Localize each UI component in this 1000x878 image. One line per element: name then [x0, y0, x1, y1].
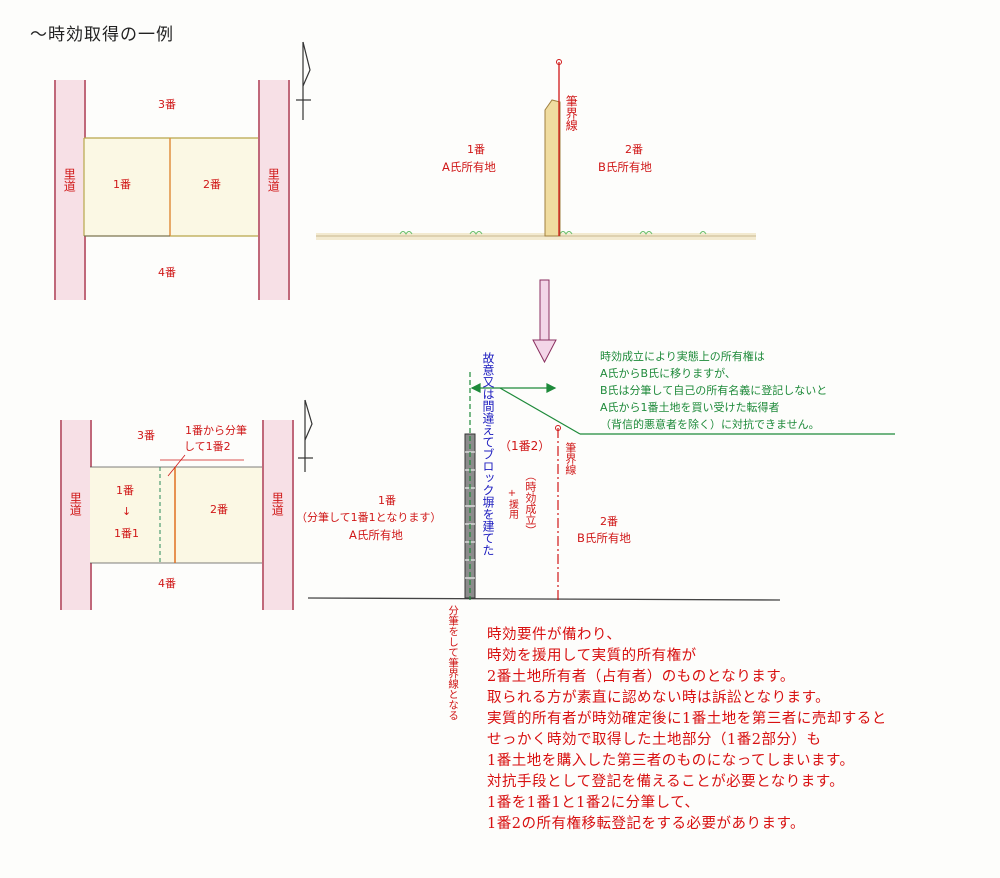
- parcel-3-label-2: 3番: [137, 429, 155, 442]
- explanation-text: 時効要件が備わり、 時効を援用して実質的所有権が 2番土地所有者（占有者）のもの…: [487, 625, 887, 835]
- boundary-label-top: 筆界線: [564, 95, 579, 131]
- parcel-2-label-2: 2番: [210, 503, 228, 516]
- parcel-area-2: [90, 467, 262, 563]
- callout-note: 時効成立により実態上の所有権は A氏からB氏に移りますが、 B氏は分筆して自己の…: [600, 348, 827, 433]
- new-boundary-note: 分筆をして筆界線となる: [447, 605, 460, 721]
- ground-line-bottom: [307, 597, 781, 601]
- explanation-line: 1番土地を購入した第三者のものになってしまいます。: [487, 753, 855, 769]
- road-label-left-2: 里道: [68, 492, 83, 516]
- road-right: [258, 80, 290, 300]
- callout-line: 時効成立により実態上の所有権は: [600, 350, 765, 363]
- road-left: [54, 80, 86, 300]
- road-label-left: 里道: [62, 168, 77, 192]
- explanation-line: 実質的所有者が時効確定後に1番土地を第三者に売却すると: [487, 711, 887, 727]
- parcel-3-label: 3番: [158, 98, 176, 111]
- boundary-post: [544, 99, 561, 237]
- parcel-4-label: 4番: [158, 266, 176, 279]
- page-title: 〜時効取得の一例: [30, 25, 174, 45]
- parcel-arrow: ↓: [122, 505, 132, 518]
- section-left-owner: A氏所有地: [442, 160, 496, 174]
- section-left-parcel: 1番: [467, 143, 485, 156]
- area-label: （1番2）: [499, 439, 551, 453]
- north-arrow-2: [298, 399, 313, 472]
- callout-line: A氏から1番土地を買い受けた転得者: [600, 401, 780, 415]
- explanation-line: 時効要件が備わり、: [487, 627, 622, 643]
- section2-right-owner: B氏所有地: [577, 531, 631, 545]
- callout-line: （背信的悪意者を除く）に対抗できません。: [600, 418, 820, 432]
- parcel-1-label-2: 1番: [116, 484, 134, 497]
- split-note-1: 1番から分筆: [185, 424, 247, 437]
- parcel-1-label: 1番: [113, 178, 131, 191]
- section-right-owner: B氏所有地: [598, 160, 652, 174]
- explanation-line: せっかく時効で取得した土地部分（1番2部分）も: [487, 732, 822, 748]
- parcel-1-1-label: 1番1: [114, 527, 139, 540]
- transition-arrow: [532, 279, 557, 364]
- explanation-line: 2番土地所有者（占有者）のものとなります。: [487, 669, 795, 685]
- parcel-2-label: 2番: [203, 178, 221, 191]
- parcel-area: [84, 138, 258, 236]
- section-right-parcel: 2番: [625, 143, 643, 156]
- section2-right-parcel: 2番: [600, 515, 618, 528]
- prescription-label: （時効成立）: [523, 470, 537, 536]
- explanation-line: 取られる方が素直に認めない時は訴訟となります。: [487, 690, 831, 706]
- explanation-line: 対抗手段として登記を備えることが必要となります。: [487, 774, 845, 790]
- section2-left-parcel: 1番: [378, 494, 396, 507]
- north-arrow-1: [296, 41, 311, 120]
- section2-left-owner: A氏所有地: [349, 528, 403, 542]
- road-label-right-2: 里道: [270, 492, 285, 516]
- wall-note: 故意又は間違えてブロック塀を建てた: [481, 352, 495, 556]
- explanation-line: 1番2の所有権移転登記をする必要があります。: [487, 816, 805, 832]
- explanation-line: 1番を1番1と1番2に分筆して、: [487, 795, 700, 811]
- road-right-2: [262, 420, 294, 610]
- parcel-4-label-2: 4番: [158, 577, 176, 590]
- callout-line: A氏からB氏に移りますが、: [600, 367, 736, 381]
- grass: [399, 231, 707, 235]
- split-note-2: して1番2: [184, 440, 231, 453]
- boundary-label-bottom: 筆界線: [563, 442, 577, 475]
- invoke-label: +援用: [506, 488, 518, 519]
- callout-line: B氏は分筆して自己の所有名義に登記しないと: [600, 384, 828, 398]
- explanation-line: 時効を援用して実質的所有権が: [487, 648, 697, 664]
- section2-left-sub: （分筆して1番1となります）: [296, 511, 442, 524]
- road-label-right: 里道: [266, 168, 281, 192]
- width-arrow: [470, 383, 895, 435]
